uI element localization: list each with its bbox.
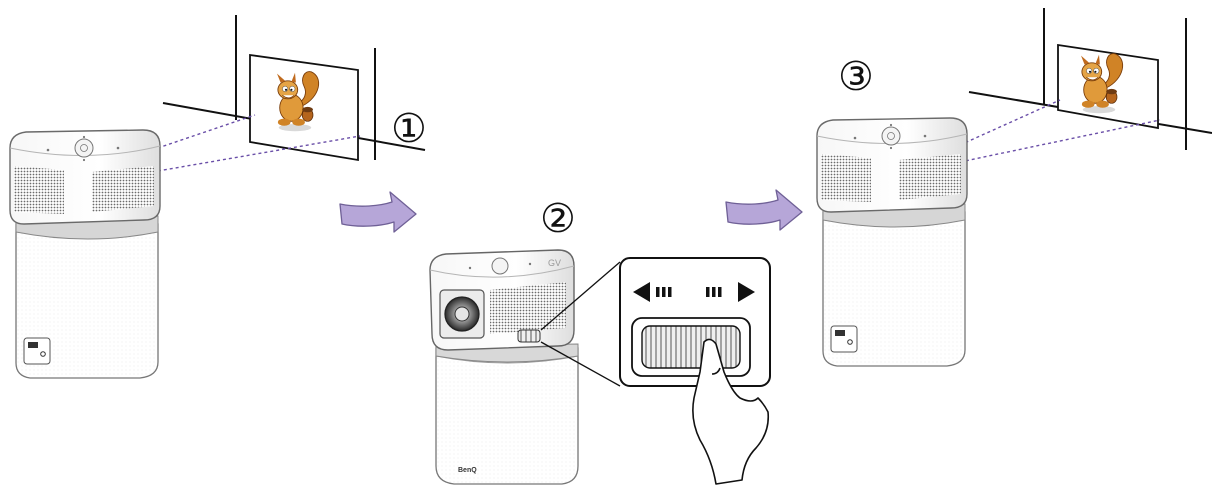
step-3-panel: ③	[816, 8, 1212, 367]
step-2-label: ②	[540, 196, 576, 242]
projection-beam-1	[151, 114, 361, 173]
step-3-label: ③	[838, 54, 874, 100]
focus-callout	[619, 257, 771, 387]
right-arrow	[706, 282, 755, 302]
finger-hand	[692, 338, 770, 485]
projector	[816, 117, 968, 367]
model-text: GV	[548, 258, 561, 268]
step-1-label: ①	[391, 106, 427, 152]
left-arrow	[633, 282, 672, 302]
brand-logo: BenQ	[458, 467, 477, 474]
step-2-panel: ② GV BenQ	[429, 196, 771, 485]
projection-beam-3	[959, 99, 1161, 163]
projected-screen-1	[249, 53, 359, 162]
projector	[9, 129, 161, 379]
step-1-panel: ①	[9, 15, 427, 379]
projector-front: GV BenQ	[429, 249, 579, 485]
flow-arrow	[725, 189, 803, 231]
callout-lines	[540, 261, 621, 387]
focus-wheel[interactable]	[631, 317, 751, 377]
flow-arrow	[339, 191, 417, 233]
